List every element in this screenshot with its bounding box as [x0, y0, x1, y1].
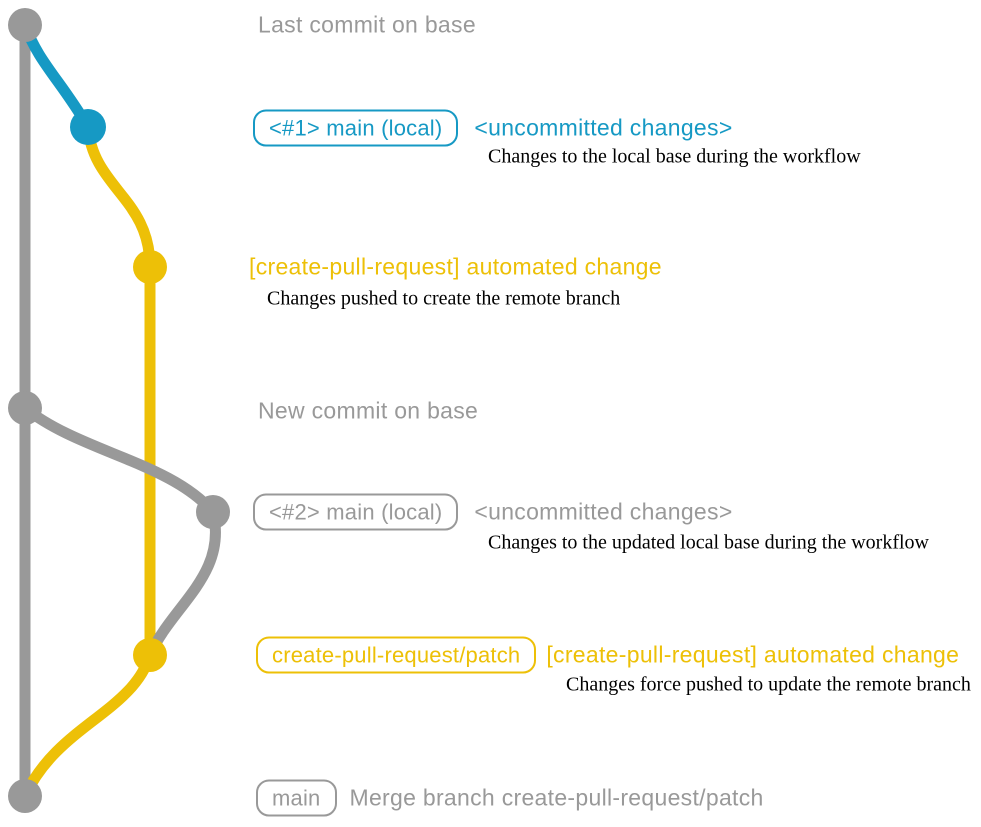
- branch2-desc-row: Changes to the updated local base during…: [488, 532, 929, 555]
- commit-dot-last-base: [8, 8, 42, 42]
- last-commit-label: Last commit on base: [258, 11, 476, 38]
- annotation-new-commit: New commit on base: [258, 398, 478, 425]
- automated2-desc-row: Changes force pushed to update the remot…: [566, 674, 971, 697]
- patch-branch-edge-1: [82, 121, 156, 273]
- automated-change-label-1: [create-pull-request] automated change: [249, 253, 662, 280]
- badge-main-local-1: <#1> main (local): [253, 109, 459, 147]
- automated-change-desc-1: Changes pushed to create the remote bran…: [267, 287, 621, 310]
- new-commit-label: New commit on base: [258, 397, 479, 424]
- merge-message: Merge branch create-pull-request/patch: [349, 784, 764, 811]
- patch-branch-row: create-pull-request/patch [create-pull-r…: [256, 636, 960, 674]
- uncommitted-desc-1: Changes to the local base during the wor…: [488, 145, 861, 168]
- commit-dot-merge: [8, 779, 42, 813]
- automated-change-desc-2: Changes force pushed to update the remot…: [566, 673, 971, 696]
- uncommitted-status-2: <uncommitted changes>: [474, 498, 733, 525]
- commit-dot-automated-1: [133, 250, 167, 284]
- badge-patch-branch: create-pull-request/patch: [256, 636, 537, 674]
- automated1-desc-row: Changes pushed to create the remote bran…: [267, 288, 620, 311]
- commit-dot-uncommitted-2: [196, 495, 230, 529]
- rebase-edge: [144, 506, 221, 661]
- branch1-row: <#1> main (local) <uncommitted changes>: [253, 109, 733, 147]
- commit-graph: [8, 8, 230, 813]
- uncommitted-status-1: <uncommitted changes>: [474, 114, 733, 141]
- commit-dot-uncommitted-1: [70, 109, 106, 145]
- annotation-last-commit: Last commit on base: [258, 12, 476, 39]
- merge-row: main Merge branch create-pull-request/pa…: [256, 779, 764, 817]
- new-base-edge: [19, 402, 219, 518]
- branch1-desc-row: Changes to the local base during the wor…: [488, 146, 861, 169]
- badge-main-local-2: <#2> main (local): [253, 493, 459, 531]
- badge-main: main: [256, 779, 337, 817]
- merge-edge: [19, 649, 156, 802]
- automated-change-label-2: [create-pull-request] automated change: [546, 641, 960, 668]
- uncommitted-desc-2: Changes to the updated local base during…: [488, 531, 929, 554]
- branch2-row: <#2> main (local) <uncommitted changes>: [253, 493, 733, 531]
- commit-dot-automated-2: [133, 638, 167, 672]
- commit-dot-new-base: [8, 391, 42, 425]
- automated1-row: [create-pull-request] automated change: [249, 254, 662, 281]
